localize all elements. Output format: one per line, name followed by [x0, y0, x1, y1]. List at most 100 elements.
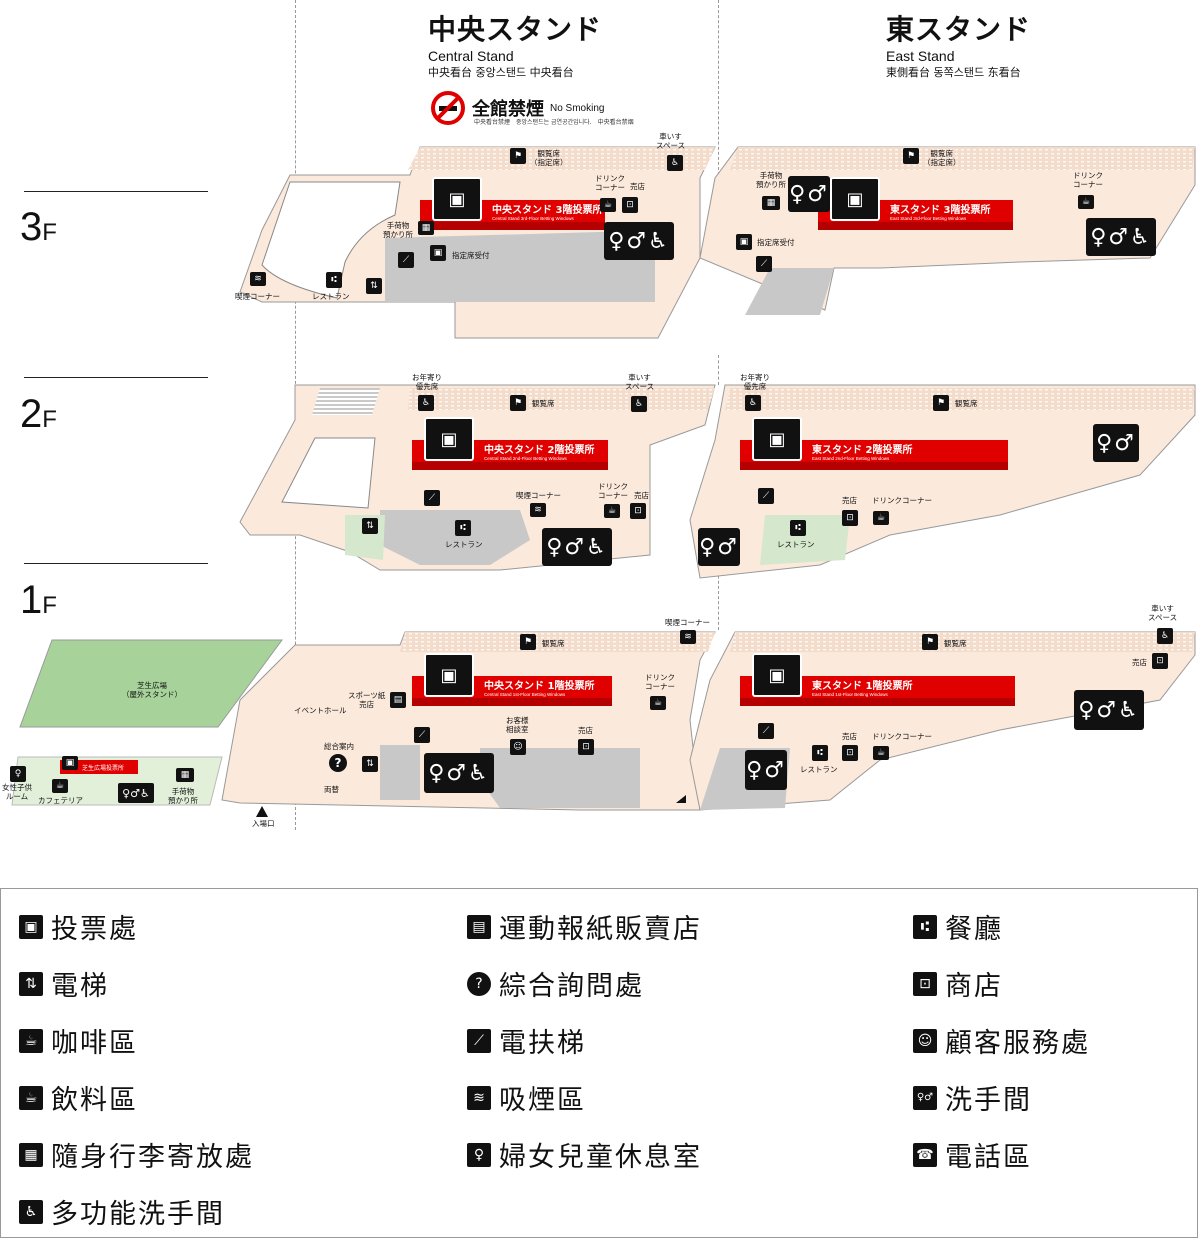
elevator-central-3f-icon[interactable]: ⇅	[366, 278, 382, 294]
floor-2-east-seats	[725, 388, 1195, 410]
consult-label: お客様 相談室	[506, 716, 529, 734]
escalator-east-1f-icon[interactable]: ⟋	[758, 723, 774, 739]
legend-label: 綜合詢問處	[499, 971, 644, 1002]
no-smoking-icon	[431, 91, 465, 125]
customer-service-icon[interactable]: ☺	[510, 739, 526, 755]
smoking-central-3f-icon[interactable]: ≋	[250, 272, 266, 286]
floor-3-plan	[239, 146, 1196, 339]
info-icon[interactable]: ?	[329, 754, 347, 772]
toilet-accessible-east-1f-icon[interactable]: ♀♂♿	[1074, 690, 1144, 730]
floor-3-east-gray	[745, 268, 834, 315]
luggage-east-3f-icon[interactable]: ▦	[762, 196, 780, 210]
seats-east-2f-icon[interactable]: ⚑	[933, 395, 949, 411]
shop-east-1f-upper-icon[interactable]: ⊡	[1152, 653, 1168, 669]
floor-2-unit: F	[42, 406, 57, 433]
escalator-central-2f-icon[interactable]: ⟋	[424, 490, 440, 506]
toilet-accessible-central-1f-icon[interactable]: ♀♂♿	[424, 753, 494, 793]
escalator-east-3f-icon[interactable]: ⟋	[756, 256, 772, 272]
restaurant-central-2f-icon[interactable]: ⑆	[455, 520, 471, 536]
shop-east-1f-upper-label: 売店	[1132, 658, 1147, 667]
seats-reserved-central-3f-icon[interactable]: ⚑	[510, 148, 526, 164]
betting-icon: ▣	[424, 653, 474, 697]
women-children-icon[interactable]: ♀	[10, 766, 26, 782]
cafe-icon[interactable]: ☕	[52, 779, 68, 793]
betting-window-en: Central Stand 3rd-Floor Betting Windows	[492, 216, 574, 221]
legend-label: 餐廳	[945, 914, 1003, 945]
toilet-east-2f-icon[interactable]: ♀♂	[1093, 424, 1139, 462]
toilet-east-1f-icon[interactable]: ♀♂	[745, 750, 787, 790]
drink-east-3f-label: ドリンク コーナー	[1073, 171, 1103, 189]
restaurant-east-1f-icon[interactable]: ⑆	[812, 745, 828, 761]
elevator-central-2f-icon[interactable]: ⇅	[362, 518, 378, 534]
floor-1-line	[24, 563, 208, 564]
newspaper-icon[interactable]: ▤	[390, 692, 406, 708]
legend-item: ☎電話區	[913, 1135, 1032, 1174]
drink-central-3f-label: ドリンク コーナー	[595, 174, 625, 192]
restaurant-central-3f-label: レストラン	[312, 292, 350, 301]
drink-east-3f-icon[interactable]: ☕	[1078, 195, 1094, 209]
shop-central-3f-icon[interactable]: ⊡	[622, 197, 638, 213]
seats-reserved-east-3f-icon[interactable]: ⚑	[903, 148, 919, 164]
reserved-reception-central-3f-icon[interactable]: ▣	[430, 245, 446, 261]
legend-item: ?綜合詢問處	[467, 964, 644, 1003]
escalator-east-2f-icon[interactable]: ⟋	[758, 488, 774, 504]
wheelchair-east-1f-icon[interactable]: ♿	[1157, 628, 1173, 644]
drink-central-2f-label: ドリンク コーナー	[598, 482, 628, 500]
smoking-central-2f-icon[interactable]: ≋	[530, 503, 546, 517]
seats-central-1f-icon[interactable]: ⚑	[520, 634, 536, 650]
restaurant-central-3f-icon[interactable]: ⑆	[326, 272, 342, 288]
toilet-accessible-central-2f-icon[interactable]: ♀♂♿	[542, 528, 612, 566]
drink-east-2f-icon[interactable]: ☕	[873, 511, 889, 525]
luggage-lawn-icon[interactable]: ▦	[176, 768, 194, 782]
legend-item: ⑆ 餐廳	[913, 907, 1003, 946]
drink-east-1f-icon[interactable]: ☕	[873, 746, 889, 760]
legend: ▣投票處 ▤運動報紙販賣店 ⑆餐廳 ⇅電梯 ?綜合詢問處 ⊡商店 ☕咖啡區 ⟋電…	[0, 888, 1198, 1238]
legend-item: ⊡商店	[913, 964, 1003, 1003]
seats-central-2f-icon[interactable]: ⚑	[510, 395, 526, 411]
betting-window-lawn[interactable]: 芝生広場投票所	[60, 760, 138, 774]
toilet-accessible-central-3f-icon[interactable]: ♀♂♿	[604, 222, 674, 260]
toilet-east-2f-lower-icon[interactable]: ♀♂	[698, 528, 740, 566]
elderly-central-2f-icon[interactable]: ♿	[418, 395, 434, 411]
drink-central-1f-icon[interactable]: ☕	[650, 696, 666, 710]
betting-lawn-icon: ▣	[62, 756, 78, 770]
restaurant-east-2f-icon[interactable]: ⑆	[790, 520, 806, 536]
luggage-central-3f-icon[interactable]: ▦	[418, 221, 434, 235]
betting-window-en: East Stand 2nd-Floor Betting Windows	[812, 456, 890, 461]
central-stand-en: Central Stand	[428, 48, 514, 64]
escalator-central-1f-icon[interactable]: ⟋	[414, 727, 430, 743]
betting-window-name: 中央スタンド 2階投票所	[484, 445, 595, 456]
escalator-central-3f-icon[interactable]: ⟋	[398, 252, 414, 268]
shop-east-1f-icon[interactable]: ⊡	[842, 745, 858, 761]
toilet-east-3f-luggage-icon[interactable]: ♀♂	[788, 176, 830, 212]
elevator-central-1f-icon[interactable]: ⇅	[362, 756, 378, 772]
restaurant-icon: ⑆	[913, 914, 937, 939]
wheelchair-central-3f-icon[interactable]: ♿	[667, 155, 683, 171]
toilet-accessible-lawn-icon[interactable]: ♀♂♿	[118, 783, 154, 803]
luggage-east-3f-label: 手荷物 預かり所	[756, 171, 786, 189]
elderly-east-2f-icon[interactable]: ♿	[745, 395, 761, 411]
smoking-central-1f-icon[interactable]: ≋	[680, 630, 696, 644]
floor-3-label: 3F	[20, 205, 57, 250]
women-children-label: 女性子供 ルーム	[2, 783, 32, 801]
reserved-reception-east-3f-icon[interactable]: ▣	[736, 234, 752, 250]
drink-central-2f-icon[interactable]: ☕	[604, 504, 620, 518]
lawn-title: 芝生広場 （屋外スタンド）	[122, 681, 182, 699]
floor-3-central-seats	[408, 147, 715, 170]
shop-central-1f-icon[interactable]: ⊡	[578, 739, 594, 755]
floor-2-east-green	[760, 515, 850, 565]
shop-central-2f-icon[interactable]: ⊡	[630, 503, 646, 519]
seats-east-1f-icon[interactable]: ⚑	[922, 634, 938, 650]
wheelchair-central-2f-icon[interactable]: ♿	[631, 396, 647, 412]
toilet-accessible-east-3f-icon[interactable]: ♀♂♿	[1086, 218, 1156, 256]
drink-central-3f-icon[interactable]: ☕	[600, 198, 616, 212]
legend-label: 電梯	[51, 971, 109, 1002]
cafeteria-label: カフェテリア	[38, 796, 83, 805]
shop-east-2f-icon[interactable]: ⊡	[842, 510, 858, 526]
